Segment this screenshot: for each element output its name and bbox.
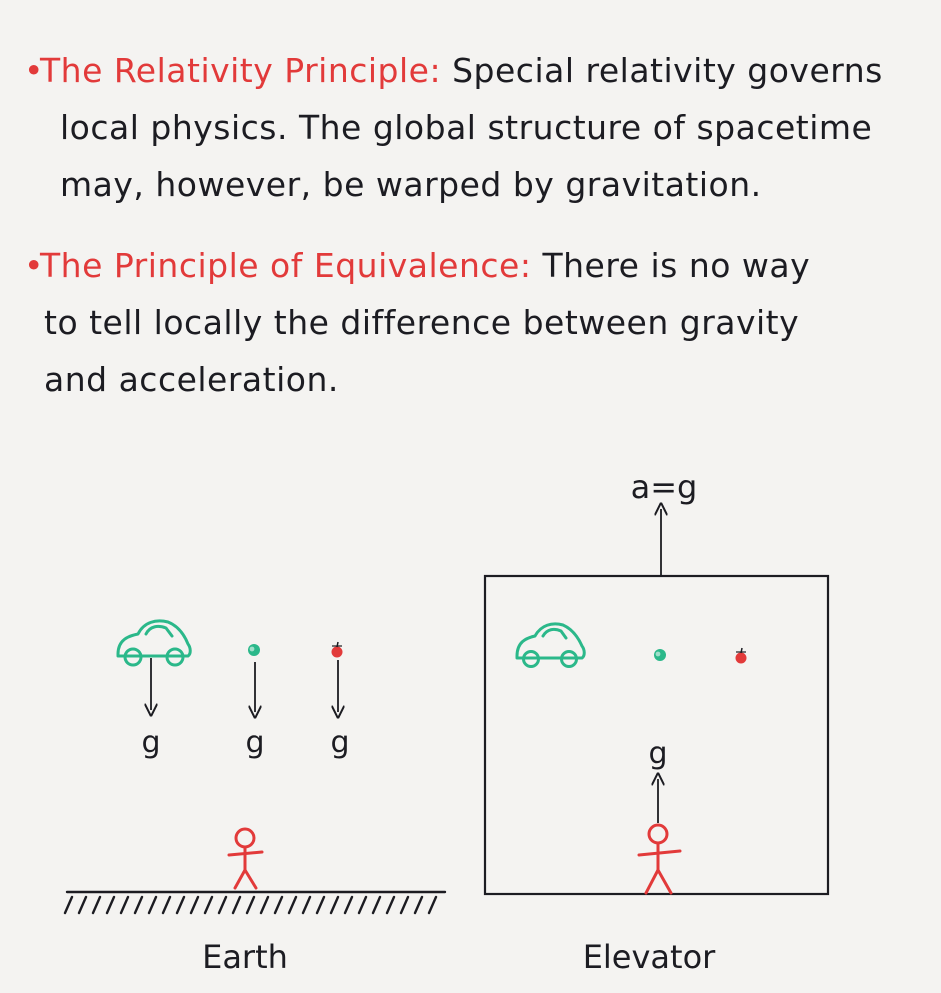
- bullet-text: to tell locally the difference between g…: [44, 303, 800, 342]
- bullet-principle-of-equivalence: •The Principle of Equivalence: There is …: [24, 237, 924, 408]
- apple-icon: [735, 647, 747, 664]
- elevator-panel: a=g g: [483, 468, 830, 976]
- ball-icon: [654, 649, 666, 661]
- bullet-marker: •: [24, 246, 44, 285]
- bullet-marker: •: [24, 51, 44, 90]
- gravity-label: g: [141, 725, 160, 760]
- bullet-relativity-principle: •The Relativity Principle: Special relat…: [24, 42, 924, 213]
- bullet-text: may, however, be warped by gravitation.: [60, 165, 762, 204]
- bullet-text: local physics. The global structure of s…: [60, 108, 873, 147]
- acceleration-label: a=g: [631, 468, 698, 506]
- earth-label: Earth: [202, 938, 288, 976]
- gravity-label: g: [330, 725, 349, 760]
- ball-icon: [248, 644, 260, 656]
- bullet-line: •The Relativity Principle: Special relat…: [24, 42, 924, 99]
- elevator-label: Elevator: [583, 938, 716, 976]
- person-icon: [637, 823, 682, 895]
- car-icon: [515, 622, 586, 668]
- bullet-text: and acceleration.: [44, 360, 339, 399]
- bullet-text: There is no way: [542, 246, 811, 285]
- bullet-title: The Principle of Equivalence: [40, 246, 520, 285]
- earth-panel: g g g: [63, 619, 447, 976]
- ground-line: [63, 890, 447, 915]
- inner-gravity-label: g: [648, 736, 667, 771]
- bullet-separator: :: [519, 246, 532, 285]
- car-icon: [116, 619, 192, 667]
- person-icon: [227, 827, 264, 890]
- elevator-box: [483, 574, 830, 896]
- bullet-title: The Relativity Principle: [40, 51, 430, 90]
- gravity-label: g: [245, 725, 264, 760]
- bullet-line: •The Principle of Equivalence: There is …: [24, 237, 924, 294]
- apple-icon: [331, 641, 343, 658]
- bullet-separator: :: [429, 51, 442, 90]
- bullet-text: Special relativity governs: [452, 51, 883, 90]
